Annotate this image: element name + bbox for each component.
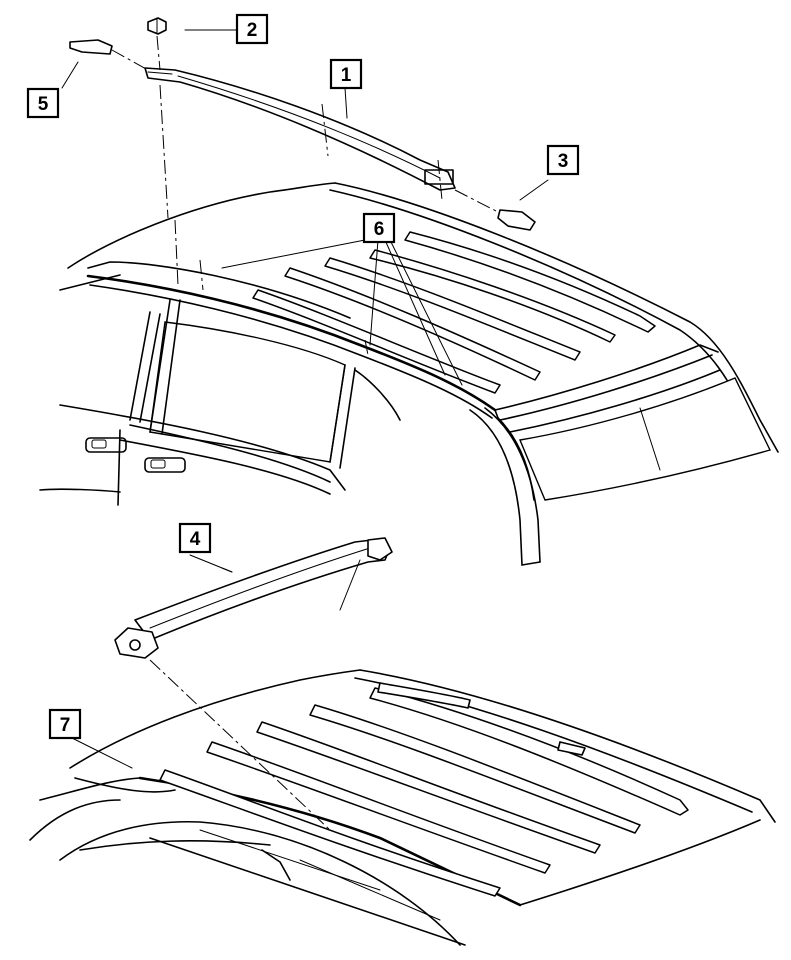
- nut: [147, 17, 167, 35]
- callout-6-label: 6: [374, 219, 385, 240]
- callout-1-label: 1: [341, 65, 352, 86]
- callout-5: 5: [26, 87, 60, 119]
- callout-7-label: 7: [60, 715, 71, 736]
- callout-1: 1: [329, 58, 363, 90]
- side-rail: [144, 67, 456, 191]
- upper-vehicle-roof: [39, 182, 779, 566]
- callout-4-label: 4: [190, 529, 201, 550]
- callout-5-label: 5: [38, 94, 49, 115]
- end-cap-front: [69, 39, 113, 55]
- callout-3: 3: [546, 144, 580, 176]
- assembly-lines-upper: [111, 35, 499, 356]
- crossbar: [114, 537, 393, 659]
- callout-2-label: 2: [247, 20, 258, 41]
- leader-lines: [61, 29, 549, 769]
- door-handle-front: [85, 437, 127, 453]
- end-cap-rear: [497, 209, 536, 231]
- callout-4: 4: [178, 522, 212, 554]
- lower-vehicle-roof: [29, 669, 776, 946]
- callout-7: 7: [48, 708, 82, 740]
- callout-3-label: 3: [558, 151, 569, 172]
- callout-2: 2: [235, 13, 269, 45]
- callout-6: 6: [362, 212, 396, 244]
- assembly-lines-lower: [149, 659, 331, 831]
- door-handle-rear: [144, 457, 186, 473]
